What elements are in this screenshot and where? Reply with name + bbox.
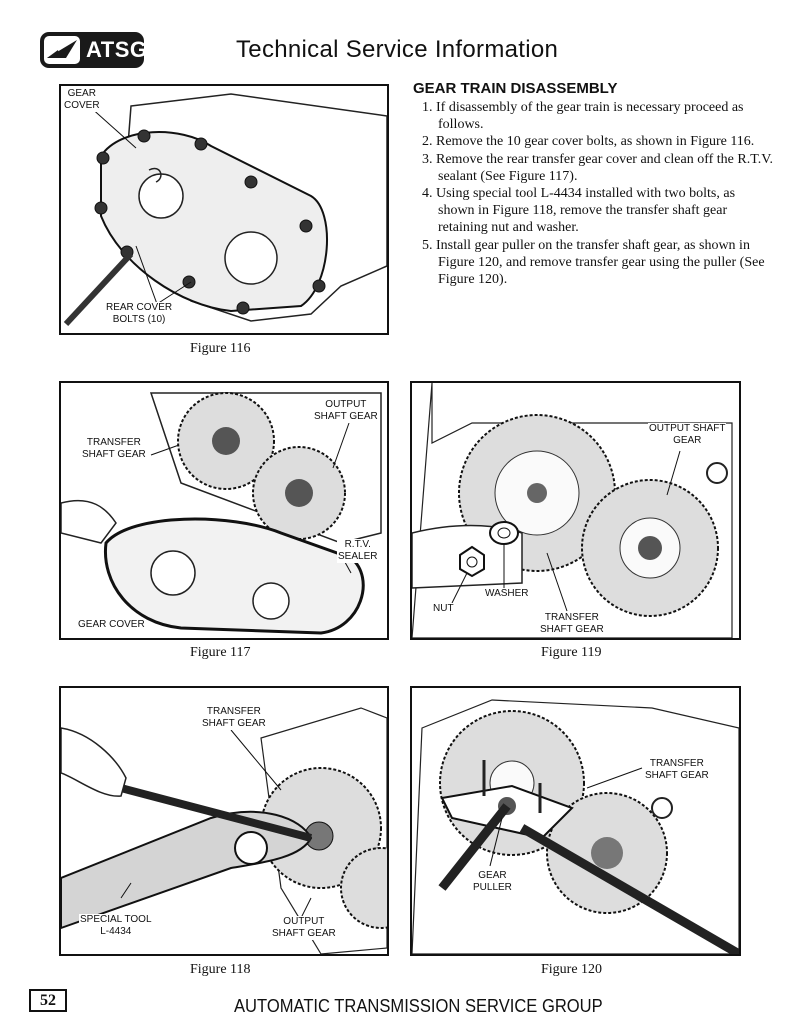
figure-119-illustration xyxy=(412,383,733,638)
label-nut: NUT xyxy=(432,603,455,615)
atsg-logo: ATSG xyxy=(40,32,148,68)
figure-118: TRANSFER SHAFT GEAR SPECIAL TOOL L-4434 … xyxy=(59,686,389,956)
step-4: 4. Using special tool L-4434 installed w… xyxy=(422,186,736,236)
step-1: 1. If disassembly of the gear train is n… xyxy=(422,100,744,133)
section-title: GEAR TRAIN DISASSEMBLY xyxy=(413,80,618,97)
figure-116-caption: Figure 116 xyxy=(190,341,251,356)
step-2: 2. Remove the 10 gear cover bolts, as sh… xyxy=(422,134,755,150)
step-3: 3. Remove the rear transfer gear cover a… xyxy=(422,151,774,184)
steps-list: 1. If disassembly of the gear train is n… xyxy=(414,99,774,288)
figure-117-illustration xyxy=(61,392,382,635)
label-rear-cover-bolts: REAR COVER BOLTS (10) xyxy=(105,302,174,326)
figure-116: GEAR COVER REAR COVER BOLTS (10) xyxy=(59,84,389,335)
label-transfer-shaft-gear: TRANSFER SHAFT GEAR xyxy=(539,612,605,636)
figure-117: OUTPUT SHAFT GEAR TRANSFER SHAFT GEAR R.… xyxy=(59,381,389,640)
page-title: Technical Service Information xyxy=(236,36,559,63)
figure-118-illustration xyxy=(61,707,387,954)
figure-119: OUTPUT SHAFT GEAR WASHER NUT TRANSFER SH… xyxy=(410,381,741,640)
logo-text: ATSG xyxy=(86,37,148,62)
label-output-shaft-gear: OUTPUT SHAFT GEAR xyxy=(313,399,379,423)
label-transfer-shaft-gear: TRANSFER SHAFT GEAR xyxy=(201,706,267,730)
figure-118-caption: Figure 118 xyxy=(190,962,251,977)
figure-120-illustration xyxy=(412,699,739,954)
figure-120-caption: Figure 120 xyxy=(541,962,603,977)
label-transfer-shaft-gear: TRANSFER SHAFT GEAR xyxy=(644,758,710,782)
label-special-tool: SPECIAL TOOL L-4434 xyxy=(79,914,153,938)
figure-117-caption: Figure 117 xyxy=(190,645,251,660)
label-transfer-shaft-gear: TRANSFER SHAFT GEAR xyxy=(81,437,147,461)
label-rtv-sealer: R.T.V. SEALER xyxy=(337,539,379,563)
label-gear-cover: GEAR COVER xyxy=(63,88,101,112)
label-gear-puller: GEAR PULLER xyxy=(472,870,513,894)
figure-119-caption: Figure 119 xyxy=(541,645,602,660)
label-washer: WASHER xyxy=(484,588,530,600)
footer-org-name: AUTOMATIC TRANSMISSION SERVICE GROUP xyxy=(234,996,603,1016)
label-output-shaft-gear: OUTPUT SHAFT GEAR xyxy=(648,423,727,447)
label-output-shaft-gear: OUTPUT SHAFT GEAR xyxy=(271,916,337,940)
label-gear-cover: GEAR COVER xyxy=(77,619,146,631)
figure-116-illustration xyxy=(63,93,387,327)
figure-120: TRANSFER SHAFT GEAR GEAR PULLER xyxy=(410,686,741,956)
page-number: 52 xyxy=(29,989,67,1012)
step-5: 5. Install gear puller on the transfer s… xyxy=(422,237,765,288)
